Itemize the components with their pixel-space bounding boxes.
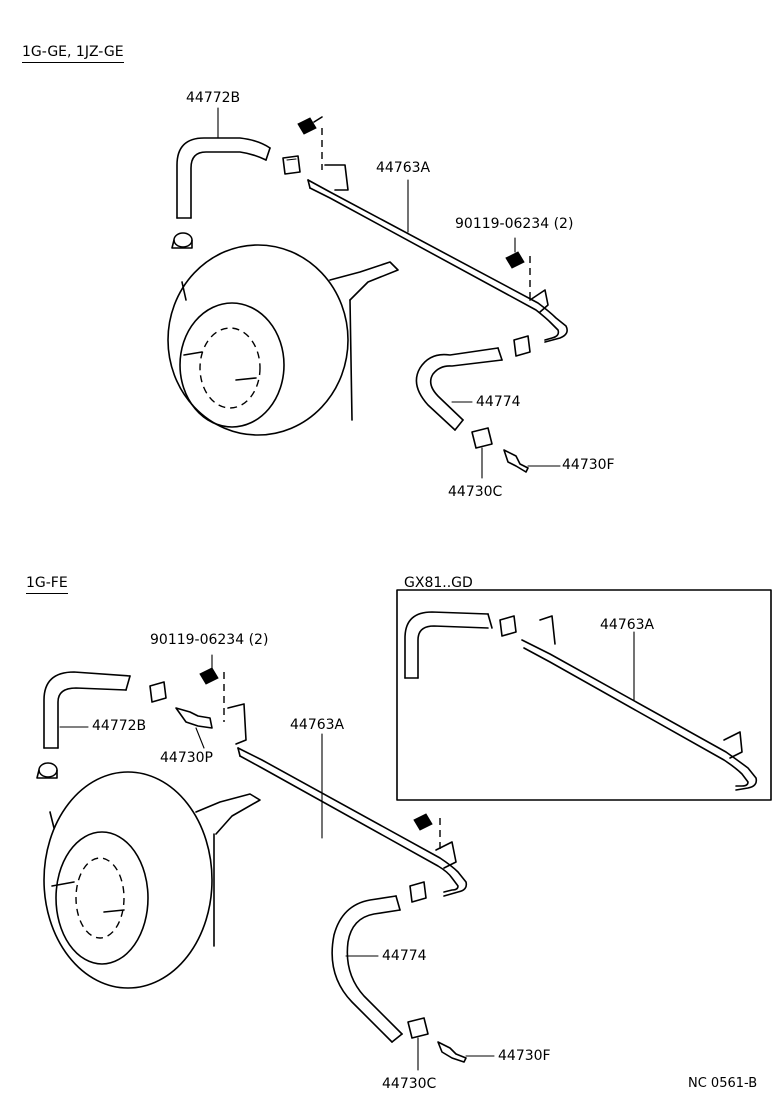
top-pipe-clip	[513, 335, 531, 357]
label-bottom-clamp: 44730C	[382, 1076, 437, 1092]
top-pipe	[307, 164, 568, 343]
top-upper-clip	[282, 155, 301, 175]
footer-code: NC 0561-B	[688, 1076, 758, 1091]
label-top-hose-upper: 44772B	[186, 90, 241, 106]
label-inset-pipe: 44763A	[600, 617, 655, 633]
bottom-bolt-1	[199, 667, 219, 685]
inset-box	[396, 589, 772, 801]
bottom-hose-clamp-left	[36, 762, 58, 779]
top-check-valve	[503, 449, 561, 473]
label-top-pipe: 44763A	[376, 160, 431, 176]
label-top-bolt: 90119-06234 (2)	[455, 216, 574, 232]
inset-header: GX81..GD	[404, 575, 473, 591]
label-bottom-hose-upper: 44772B	[92, 718, 147, 734]
top-assembly	[167, 107, 568, 479]
top-hose-clamp-left	[171, 232, 193, 249]
top-section-header: 1G-GE, 1JZ-GE	[22, 44, 124, 63]
bottom-check-valve	[437, 1041, 495, 1063]
top-bolt-2	[505, 251, 525, 269]
bottom-pipe-clip	[409, 881, 427, 903]
label-bottom-hose-lower: 44774	[382, 948, 427, 964]
label-bottom-check-valve: 44730F	[498, 1048, 551, 1064]
bottom-lower-hose	[331, 895, 403, 1043]
top-bolt-1	[297, 116, 323, 135]
bottom-clamp-44730c	[407, 1017, 429, 1071]
bottom-bolt-2	[413, 813, 433, 831]
label-top-check-valve: 44730F	[562, 457, 615, 473]
top-lower-hose	[415, 347, 503, 431]
bottom-pipe	[227, 703, 468, 897]
inset-assembly	[404, 611, 758, 791]
label-bottom-bolt: 90119-06234 (2)	[150, 632, 269, 648]
bottom-brake-booster	[43, 771, 261, 989]
label-top-hose-lower: 44774	[476, 394, 521, 410]
bottom-section-header: 1G-FE	[26, 575, 68, 594]
label-bottom-pipe: 44763A	[290, 717, 345, 733]
bottom-assembly	[36, 654, 495, 1071]
top-clamp-44730c	[471, 427, 493, 479]
bottom-upper-clip	[149, 681, 167, 703]
label-top-clamp: 44730C	[448, 484, 503, 500]
label-bottom-union: 44730P	[160, 750, 213, 766]
bottom-upper-hose	[43, 671, 131, 749]
top-brake-booster	[167, 244, 399, 436]
bottom-union	[175, 707, 213, 729]
top-upper-hose	[176, 137, 271, 219]
